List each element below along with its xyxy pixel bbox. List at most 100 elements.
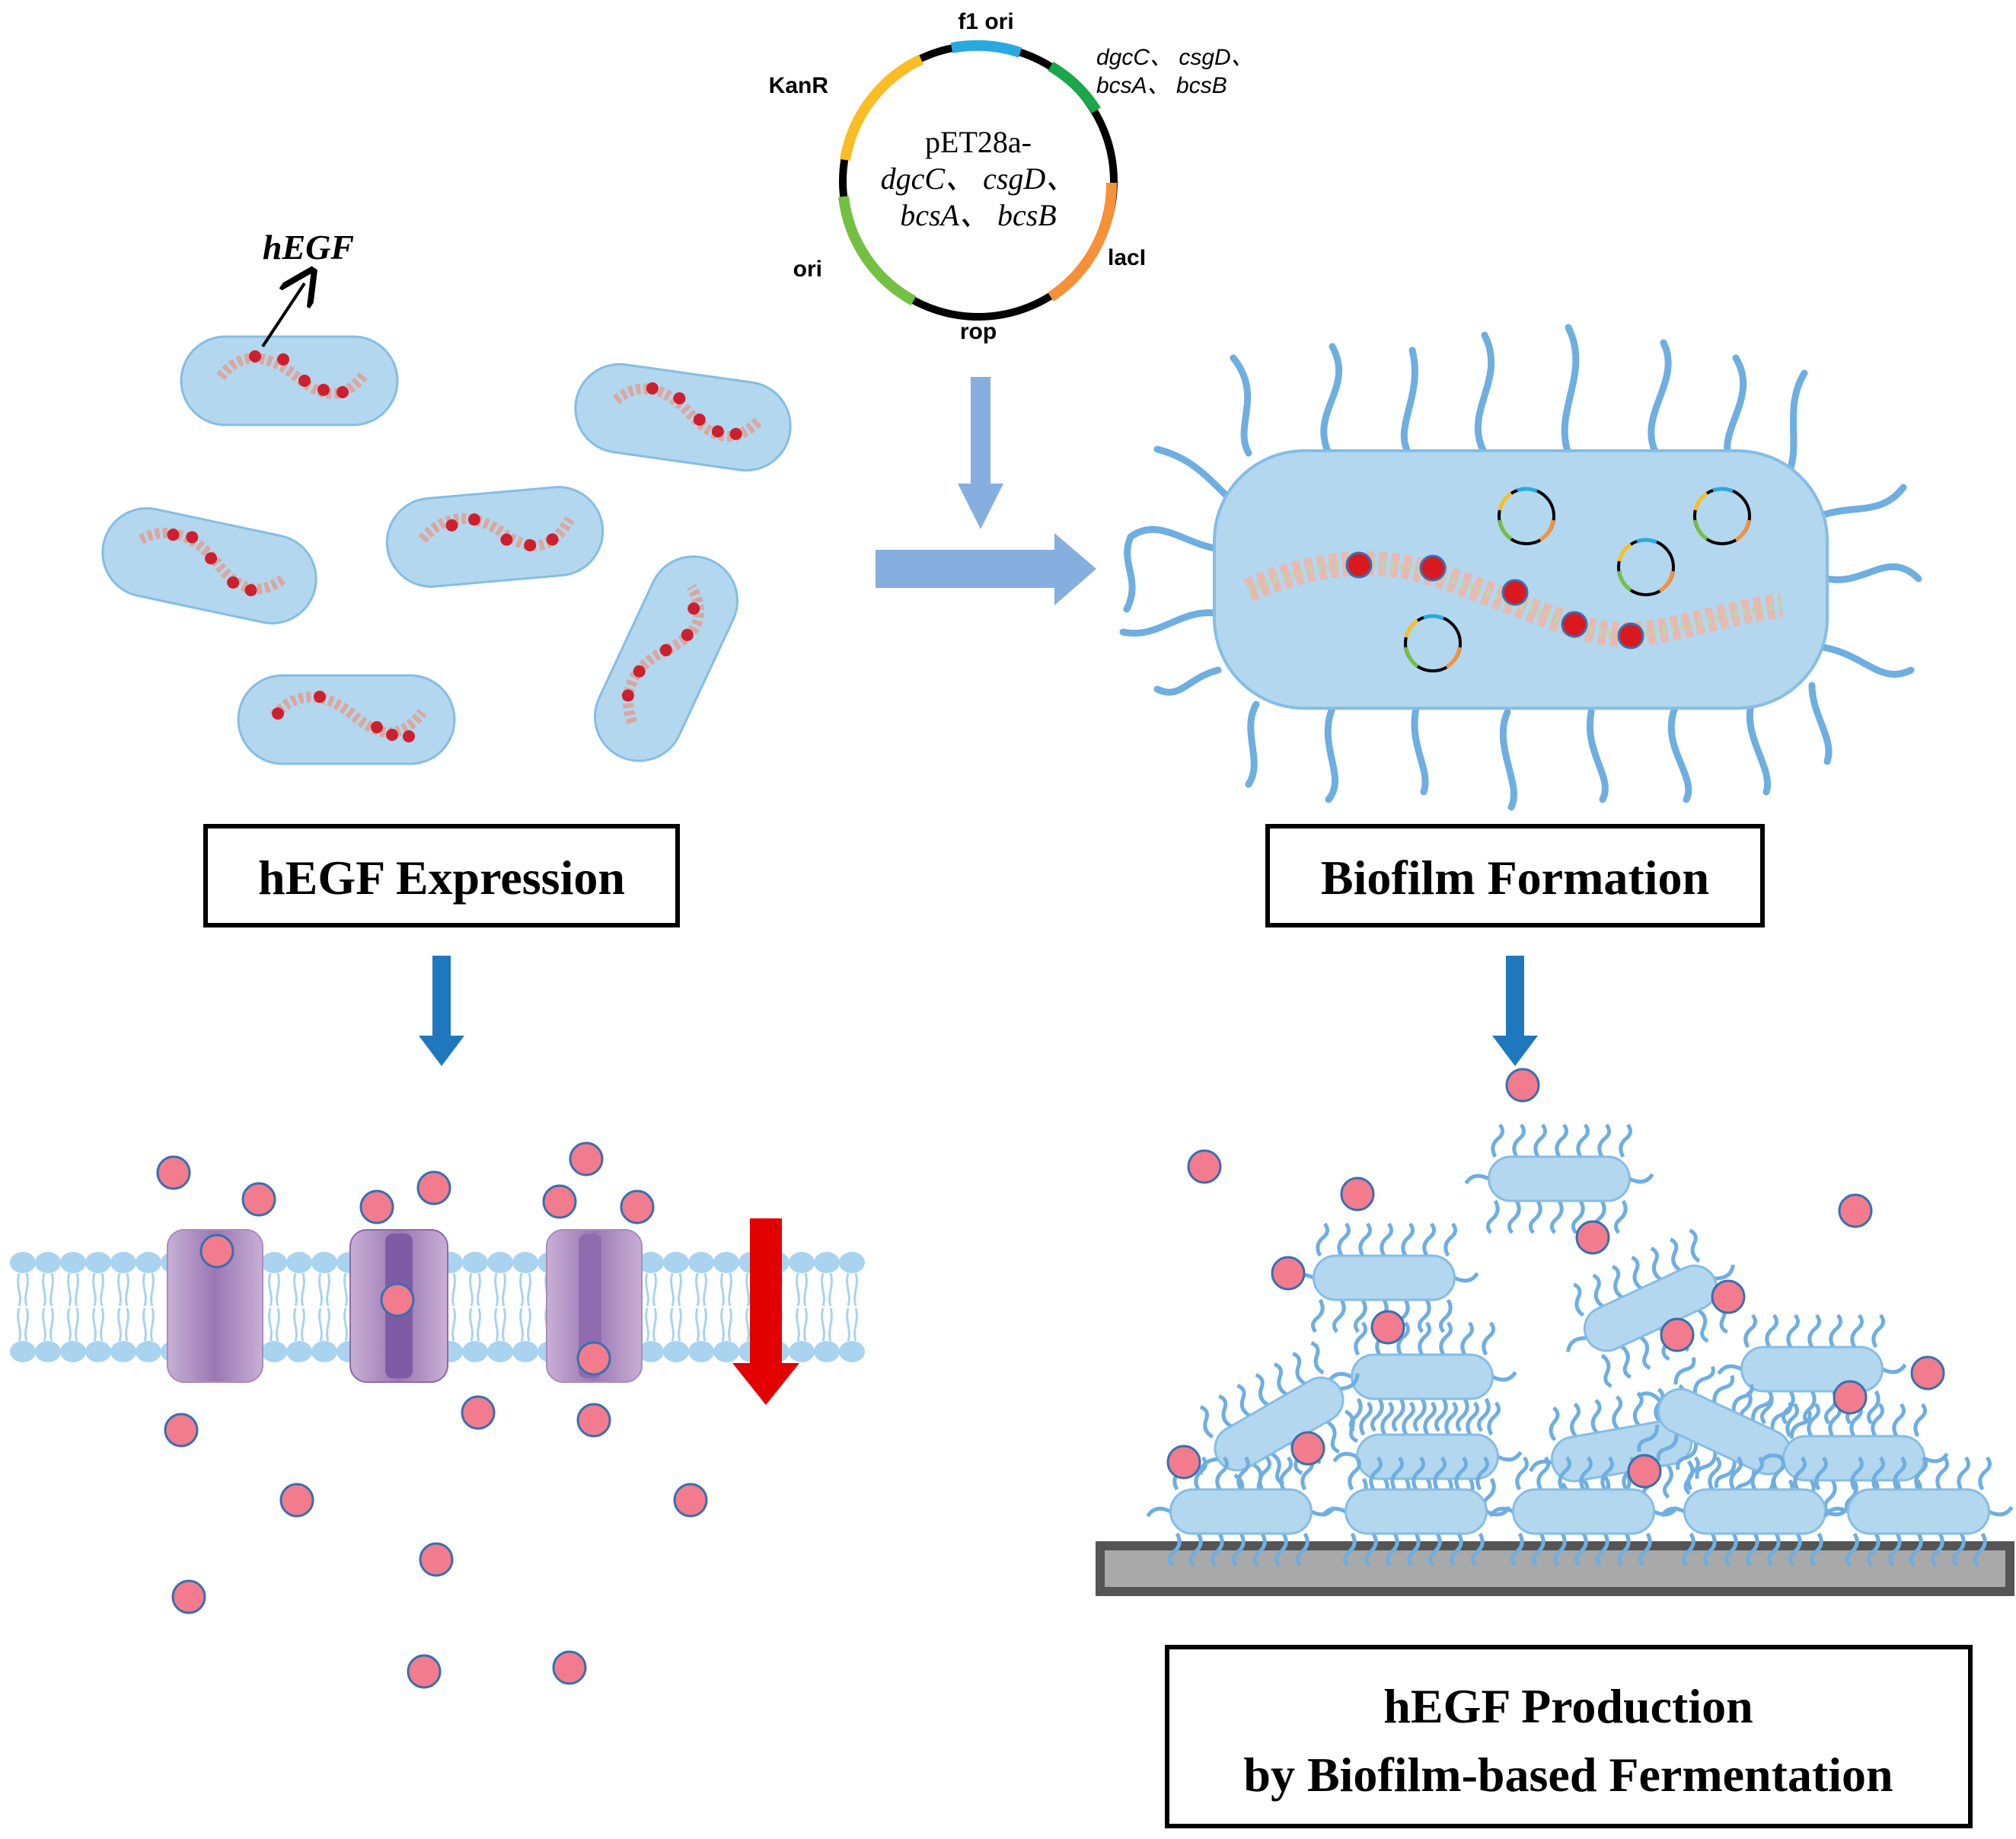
- hegf-protein: [359, 1189, 394, 1224]
- biofilm-fiber: [1611, 1264, 1623, 1299]
- biofilm-fiber: [1364, 1532, 1378, 1567]
- biofilm-fiber: [1810, 1532, 1823, 1567]
- biofilm-fiber: [1423, 1401, 1437, 1436]
- plasmid-label-genes-line2: bcsA、 bcsB: [1096, 73, 1227, 98]
- lipid-head: [136, 1341, 161, 1362]
- biofilm-fiber: [1770, 1402, 1793, 1430]
- lipid-tail: [67, 1272, 79, 1307]
- lipid-head: [663, 1252, 689, 1273]
- biofilm-fiber: [1390, 1456, 1404, 1491]
- biofilm-cell: [1717, 1314, 1907, 1425]
- lipid-head: [487, 1341, 513, 1362]
- biofilm-fiber: [1574, 1532, 1588, 1567]
- hegf-protein: [552, 1650, 587, 1685]
- biofilm-fiber: [1454, 1456, 1468, 1491]
- biofilm-fiber: [1311, 1298, 1325, 1333]
- biofilm-fiber: [1444, 1401, 1458, 1436]
- biofilm-cell-body: [1313, 1254, 1456, 1301]
- biofilm-fiber: [1712, 1374, 1735, 1403]
- lipid-tail: [846, 1307, 858, 1342]
- biofilm-fiber: [1332, 1298, 1346, 1333]
- biofilm-cell-body: [1683, 1488, 1826, 1535]
- biofilm-fiber: [1600, 1353, 1612, 1388]
- membrane-channel: [546, 1229, 643, 1383]
- biofilm-fiber: [1236, 1384, 1251, 1418]
- bacterium-cell: [101, 507, 317, 624]
- lipid-tail: [720, 1307, 732, 1342]
- biofilm-fiber: [1724, 1532, 1738, 1567]
- biofilm-fiber: [1401, 1222, 1415, 1257]
- biofilm-label-box: Biofilm Formation: [1265, 824, 1765, 927]
- hegf-protein: [1833, 1380, 1868, 1415]
- lipid-head: [487, 1252, 513, 1273]
- biofilm-fiber: [1571, 1199, 1585, 1234]
- biofilm-fiber: [1529, 1199, 1542, 1234]
- biofilm-fiber: [1729, 1456, 1743, 1491]
- biofilm-fiber: [1619, 1344, 1632, 1379]
- biofilm-fiber: [1380, 1222, 1393, 1257]
- biofilm-fiber: [1189, 1532, 1203, 1567]
- biofilm-fiber: [1292, 1352, 1306, 1386]
- biofilm-fiber: [1337, 1222, 1351, 1257]
- bacterium-cell: [574, 362, 792, 472]
- lipid-tail: [494, 1307, 506, 1342]
- biofilm-fiber: [1637, 1424, 1660, 1452]
- expression-label-box: hEGF Expression: [203, 824, 680, 927]
- lipid-tail: [142, 1272, 155, 1307]
- biofilm-fiber: [1803, 1390, 1817, 1425]
- plasmid-name-line3: bcsA、 bcsB: [900, 198, 1057, 232]
- biofilm-fiber: [1215, 1456, 1229, 1491]
- transform-arrow-down: [958, 377, 1003, 529]
- lipid-head: [261, 1341, 287, 1362]
- biofilm-fiber: [1487, 1401, 1501, 1436]
- biofilm-fiber: [1590, 1399, 1602, 1434]
- biofilm-fiber: [1392, 1397, 1405, 1432]
- biofilm-cell-body: [1214, 1376, 1345, 1472]
- lipid-tail: [318, 1272, 330, 1307]
- biofilm-fiber: [1274, 1532, 1288, 1567]
- biofilm-cell-body: [1657, 1387, 1792, 1476]
- plasmid-name-line2: dgcC、 csgD、: [881, 161, 1077, 196]
- hegf-protein: [1627, 1454, 1662, 1489]
- biofilm-fiber: [1402, 1401, 1415, 1436]
- lipid-tail: [142, 1307, 155, 1342]
- cell-membrane: [10, 1229, 865, 1383]
- mini-plasmid: [1617, 538, 1675, 596]
- biofilm-fiber: [1555, 1123, 1568, 1158]
- plasmid-segment-genes: [1048, 61, 1101, 113]
- hegf-protein: [576, 1341, 611, 1376]
- biofilm-fiber: [1343, 1532, 1357, 1567]
- biofilm-fiber: [1194, 1456, 1207, 1491]
- biofilm-fiber: [1573, 1282, 1585, 1317]
- expression-label-text: hEGF Expression: [258, 851, 625, 905]
- lipid-tail: [42, 1272, 54, 1307]
- biofilm-fiber: [1650, 1247, 1662, 1281]
- biofilm-fiber: [1466, 1401, 1479, 1436]
- biofilm-fiber: [1344, 1409, 1359, 1443]
- plasmid-segment-f1-ori: [950, 40, 1022, 58]
- hegf-protein: [1271, 1256, 1306, 1291]
- biofilm-fiber: [1978, 1456, 1992, 1491]
- biofilm-cell: [1464, 1123, 1654, 1234]
- lipid-head: [10, 1341, 36, 1362]
- biofilm-fiber: [1750, 1456, 1764, 1491]
- biofilm-fiber: [1348, 1456, 1361, 1491]
- biofilm-fiber: [1515, 1456, 1529, 1491]
- biofilm-fiber: [1396, 1321, 1410, 1356]
- lipid-head: [35, 1341, 61, 1362]
- biofilm-fiber: [1823, 1505, 2014, 1518]
- biofilm-fiber: [1612, 1395, 1623, 1431]
- biofilm-fiber: [1412, 1456, 1425, 1491]
- biofilm-fiber: [1199, 1405, 1214, 1439]
- lipid-head: [789, 1341, 815, 1362]
- biofilm-fiber: [1558, 1456, 1571, 1491]
- biofilm-fiber: [1434, 1397, 1448, 1432]
- biofilm-cell-body: [1351, 1353, 1494, 1400]
- biofilm-fiber: [1807, 1403, 1820, 1438]
- lipid-head: [638, 1341, 664, 1362]
- biofilm-fiber: [1786, 1314, 1800, 1349]
- biofilm-cell-body: [1847, 1488, 1990, 1535]
- biofilm-fiber: [1236, 1456, 1250, 1491]
- lipid-tail: [268, 1272, 280, 1307]
- biofilm-fiber: [1631, 1255, 1643, 1290]
